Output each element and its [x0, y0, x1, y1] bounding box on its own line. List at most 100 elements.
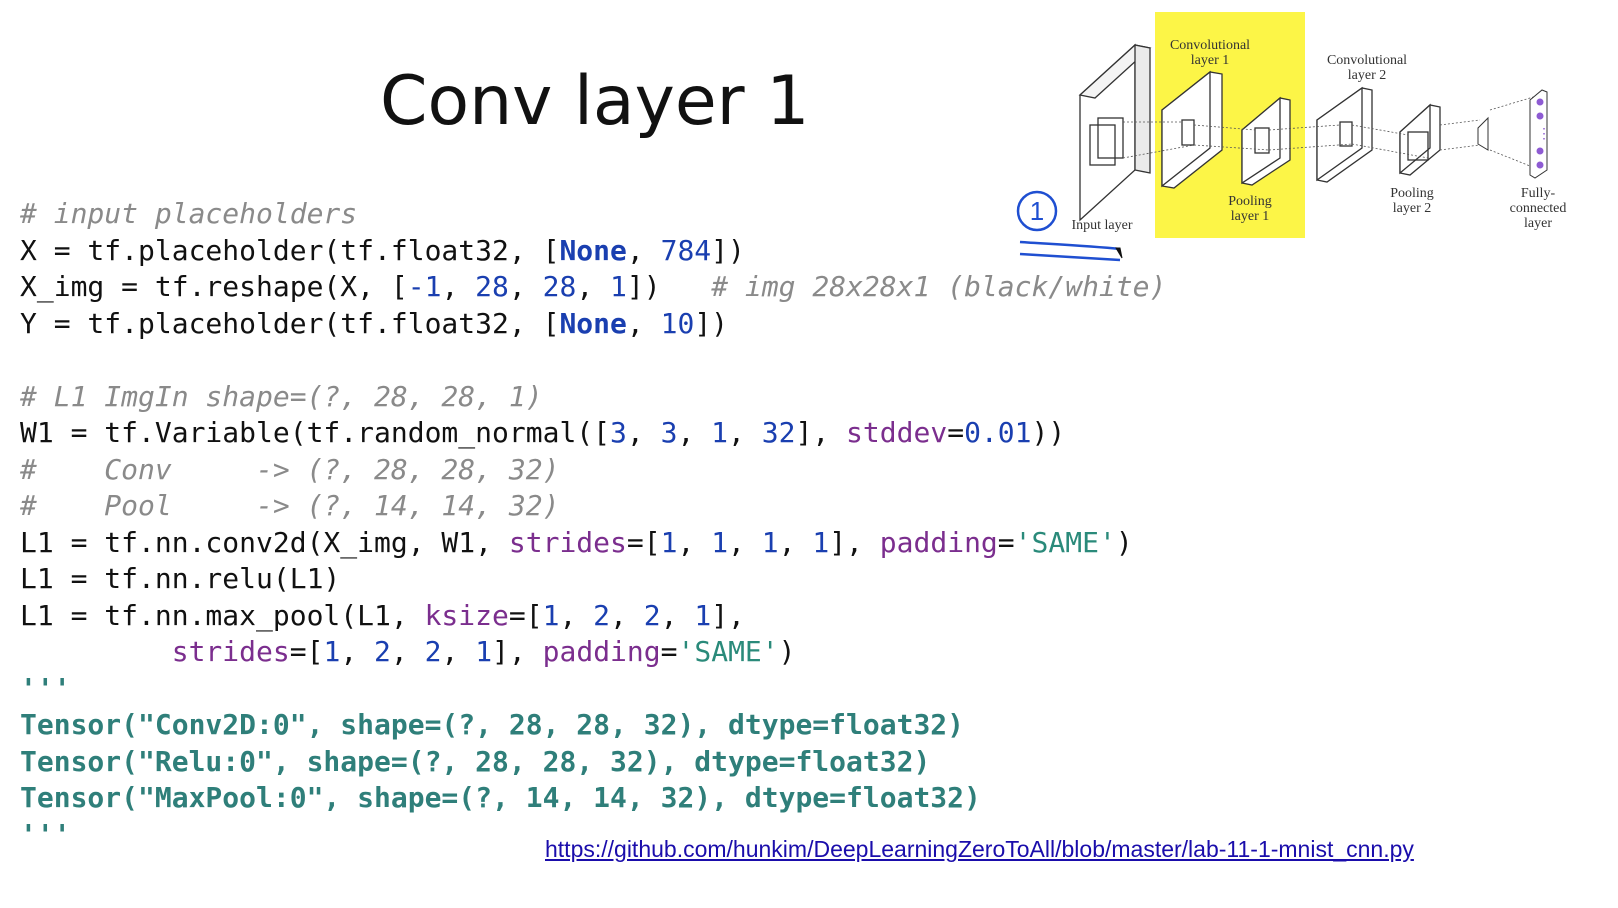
code-line: L1 = tf.nn.relu(L1) — [20, 561, 1166, 598]
code-token: Y = tf.placeholder(tf.float32, [ — [20, 306, 560, 340]
code-token: 2 — [374, 635, 391, 668]
code-token: , — [626, 306, 661, 340]
input-label: Input layer — [1071, 218, 1132, 233]
code-token: 28 — [475, 270, 509, 303]
code-token: 1 — [323, 635, 341, 668]
code-token: ) — [1115, 525, 1133, 559]
code-token: padding — [879, 525, 998, 559]
code-token: 2 — [593, 598, 611, 632]
code-token: ]) — [711, 233, 745, 267]
code-token: 1 — [812, 525, 830, 559]
code-token: X = tf.placeholder(tf.float32, [ — [20, 233, 560, 267]
code-token: # img 28x28x1 (black/white) — [711, 270, 1167, 303]
code-token: # input placeholders — [20, 197, 358, 230]
code-token: 1 — [610, 270, 627, 303]
annotation-number: 1 — [1030, 196, 1044, 226]
code-token: 28 — [542, 270, 577, 303]
code-token: , — [559, 598, 594, 632]
code-token: , — [390, 635, 425, 668]
code-line: W1 = tf.Variable(tf.random_normal([3, 3,… — [20, 415, 1166, 452]
code-token: ''' — [20, 817, 71, 851]
code-token: ''' — [20, 671, 71, 705]
code-token: 3 — [660, 416, 678, 449]
code-token: 1 — [761, 525, 779, 559]
handwritten-annotation — [1016, 190, 1123, 262]
pooling-layer-1-block — [1241, 96, 1291, 186]
code-line: strides=[1, 2, 2, 1], padding='SAME') — [20, 634, 1166, 671]
code-token: , — [441, 270, 476, 303]
code-token: X_img = tf.reshape(X, [ — [20, 270, 408, 303]
code-token: , — [441, 635, 476, 668]
code-token: 2 — [424, 635, 442, 668]
fc-label-line2: connected — [1510, 201, 1567, 216]
code-line: L1 = tf.nn.conv2d(X_img, W1, strides=[ 1,… — [20, 525, 1166, 562]
code-token: , — [610, 598, 644, 632]
code-token: # Conv -> (?, 28, 28, 32) — [20, 452, 560, 486]
code-token: 1 — [711, 416, 729, 449]
code-line: ''' — [20, 671, 1166, 708]
code-token: 1 — [711, 525, 729, 559]
pool1-label-line2: layer 1 — [1231, 209, 1269, 224]
svg-text:⋮: ⋮ — [1537, 125, 1551, 141]
code-token: =[ — [289, 635, 324, 668]
code-line — [20, 342, 1166, 379]
code-token: 784 — [660, 233, 712, 267]
code-token: 1 — [694, 598, 712, 632]
code-token: Tensor("Conv2D:0", shape=(?, 28, 28, 32)… — [20, 708, 965, 741]
code-token: =[ — [508, 598, 543, 632]
fc-label-line1: Fully- — [1521, 186, 1556, 201]
code-token: , — [576, 270, 611, 303]
flatten-shape — [1477, 116, 1489, 151]
code-token: , — [340, 635, 375, 668]
code-line: ''' — [20, 817, 1166, 854]
input-layer-block — [1078, 43, 1152, 222]
code-token: , — [778, 525, 813, 559]
code-token: 10 — [660, 306, 695, 340]
code-token: ) — [778, 635, 796, 668]
code-token: , — [660, 598, 695, 632]
pool2-label-line1: Pooling — [1390, 186, 1434, 201]
code-token: 32 — [761, 416, 796, 449]
cnn-architecture-diagram: ⋮ Convolutional layer 1 Convolutional la… — [1016, 38, 1567, 262]
code-line: # L1 ImgIn shape=(?, 28, 28, 1) — [20, 379, 1166, 416]
code-token: 'SAME' — [677, 635, 779, 668]
code-token: strides — [171, 635, 290, 668]
code-token: 3 — [610, 416, 627, 449]
code-token: =[ — [626, 525, 661, 559]
code-token: L1 = tf.nn.conv2d(X_img, W1, — [20, 525, 509, 559]
code-token: , — [626, 416, 661, 449]
github-link[interactable]: https://github.com/hunkim/DeepLearningZe… — [545, 836, 1414, 862]
code-line: Tensor("MaxPool:0", shape=(?, 14, 14, 32… — [20, 780, 1166, 817]
code-token: ]) — [626, 270, 712, 303]
code-line: Y = tf.placeholder(tf.float32, [None, 10… — [20, 306, 1166, 343]
code-token: 0.01 — [964, 416, 1032, 449]
code-token: , — [677, 525, 712, 559]
code-token: W1 = tf.Variable(tf.random_normal([ — [20, 416, 611, 449]
code-token: , — [728, 416, 762, 449]
code-token: , — [728, 525, 762, 559]
code-token: = — [660, 635, 678, 668]
conv2-label-line1: Convolutional — [1327, 53, 1407, 68]
code-token: -1 — [407, 270, 442, 303]
code-token: ]) — [694, 306, 729, 340]
code-token: , — [508, 270, 543, 303]
code-token: )) — [1031, 416, 1066, 449]
slide-title: Conv layer 1 — [380, 62, 810, 141]
code-token: Tensor("Relu:0", shape=(?, 28, 28, 32), … — [20, 744, 931, 778]
code-token: strides — [508, 525, 627, 559]
code-line: Tensor("Relu:0", shape=(?, 28, 28, 32), … — [20, 744, 1166, 781]
pooling-layer-2-block — [1399, 103, 1441, 176]
code-token: Tensor("MaxPool:0", shape=(?, 14, 14, 32… — [20, 781, 981, 814]
code-line: # Conv -> (?, 28, 28, 32) — [20, 452, 1166, 489]
code-line: # input placeholders — [20, 196, 1166, 233]
code-token: ], — [492, 635, 543, 668]
code-token: ], — [795, 416, 847, 449]
fully-connected-block: ⋮ — [1529, 89, 1551, 179]
code-token: = — [947, 416, 965, 449]
conv-layer-2-block — [1316, 86, 1373, 183]
code-token: padding — [542, 635, 661, 668]
code-token: 1 — [542, 598, 560, 632]
code-token: ], — [711, 598, 745, 632]
code-line: X_img = tf.reshape(X, [-1, 28, 28, 1]) #… — [20, 269, 1166, 306]
